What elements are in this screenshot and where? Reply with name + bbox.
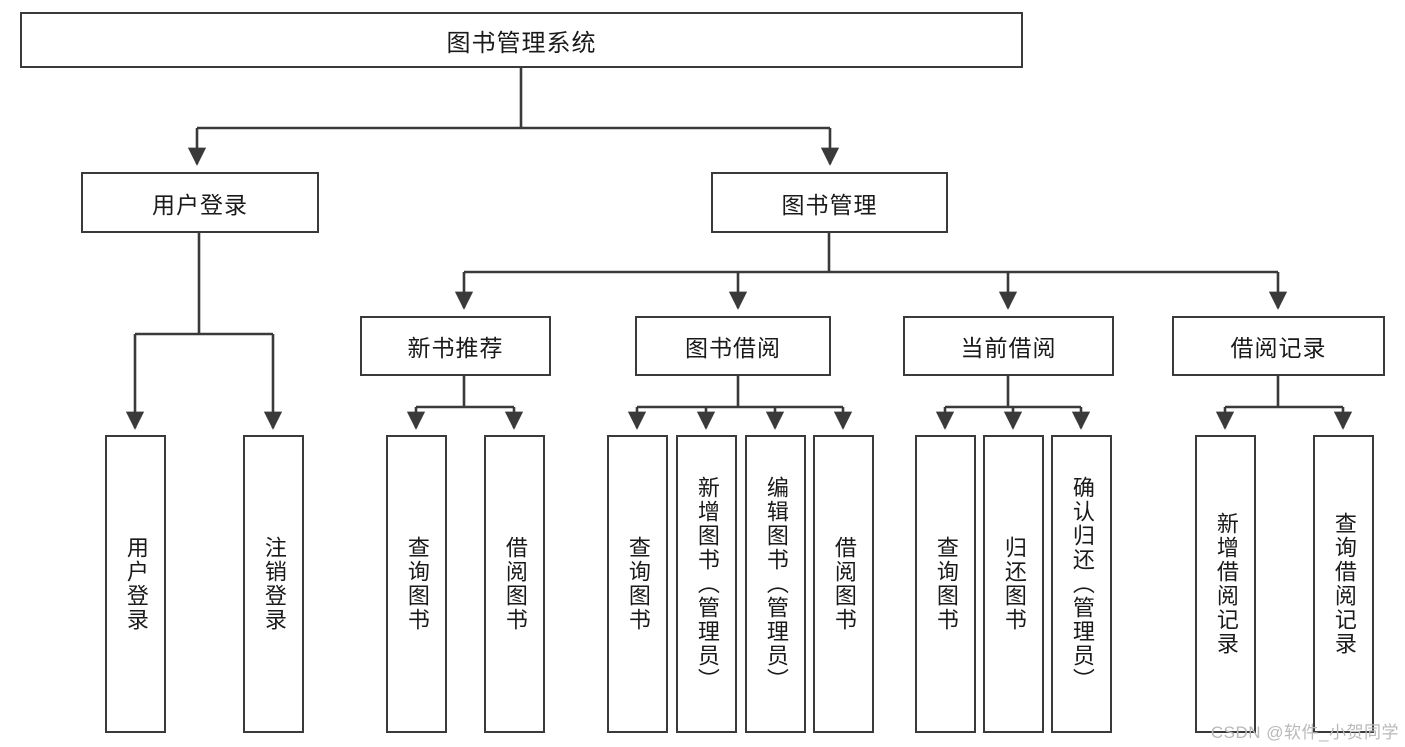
node-leaf-add-borrow-record[interactable]: 新增借阅记录 [1195,435,1256,733]
watermark: CSDN @软件_小贺同学 [1210,723,1399,742]
node-leaf-return-book[interactable]: 归还图书 [983,435,1044,733]
node-current-borrow[interactable]: 当前借阅 [903,316,1114,376]
node-book-borrow[interactable]: 图书借阅 [635,316,831,376]
node-new-book-recommend[interactable]: 新书推荐 [360,316,551,376]
node-label: 注销登录 [261,536,287,632]
node-label: 当前借阅 [960,335,1057,361]
node-leaf-edit-book-admin[interactable]: 编辑图书（管理员） [745,435,806,733]
node-label: 新书推荐 [407,335,504,361]
node-user-login[interactable]: 用户登录 [81,172,319,233]
node-label: 图书管理 [781,191,878,218]
node-label: 借阅图书 [831,536,857,632]
node-leaf-confirm-return-admin[interactable]: 确认归还（管理员） [1051,435,1112,733]
node-label: 查询图书 [404,536,430,632]
node-leaf-borrow-book[interactable]: 借阅图书 [813,435,874,733]
node-label: 新增借阅记录 [1213,512,1239,656]
node-label: 借阅图书 [502,536,528,632]
node-label: 查询图书 [933,536,959,632]
node-leaf-newbook-borrow-book[interactable]: 借阅图书 [484,435,545,733]
node-borrow-record[interactable]: 借阅记录 [1172,316,1385,376]
node-leaf-user-login[interactable]: 用户登录 [105,435,166,733]
node-label: 用户登录 [123,536,149,632]
node-label: 新增图书（管理员） [694,476,720,692]
node-leaf-borrow-query-book[interactable]: 查询图书 [607,435,668,733]
node-label: 查询借阅记录 [1331,512,1357,656]
node-book-management[interactable]: 图书管理 [711,172,948,233]
node-label: 图书管理系统 [446,29,597,57]
node-leaf-logout[interactable]: 注销登录 [243,435,304,733]
node-label: 确认归还（管理员） [1069,476,1095,692]
node-label: 查询图书 [625,536,651,632]
node-leaf-newbook-query-book[interactable]: 查询图书 [386,435,447,733]
node-leaf-current-query-book[interactable]: 查询图书 [915,435,976,733]
node-label: 编辑图书（管理员） [763,476,789,692]
node-label: 借阅记录 [1230,335,1327,361]
node-leaf-add-book-admin[interactable]: 新增图书（管理员） [676,435,737,733]
node-label: 图书借阅 [685,335,781,361]
node-root-system[interactable]: 图书管理系统 [20,12,1023,68]
node-label: 用户登录 [152,191,248,218]
node-label: 归还图书 [1001,536,1027,632]
node-leaf-query-borrow-record[interactable]: 查询借阅记录 [1313,435,1374,733]
